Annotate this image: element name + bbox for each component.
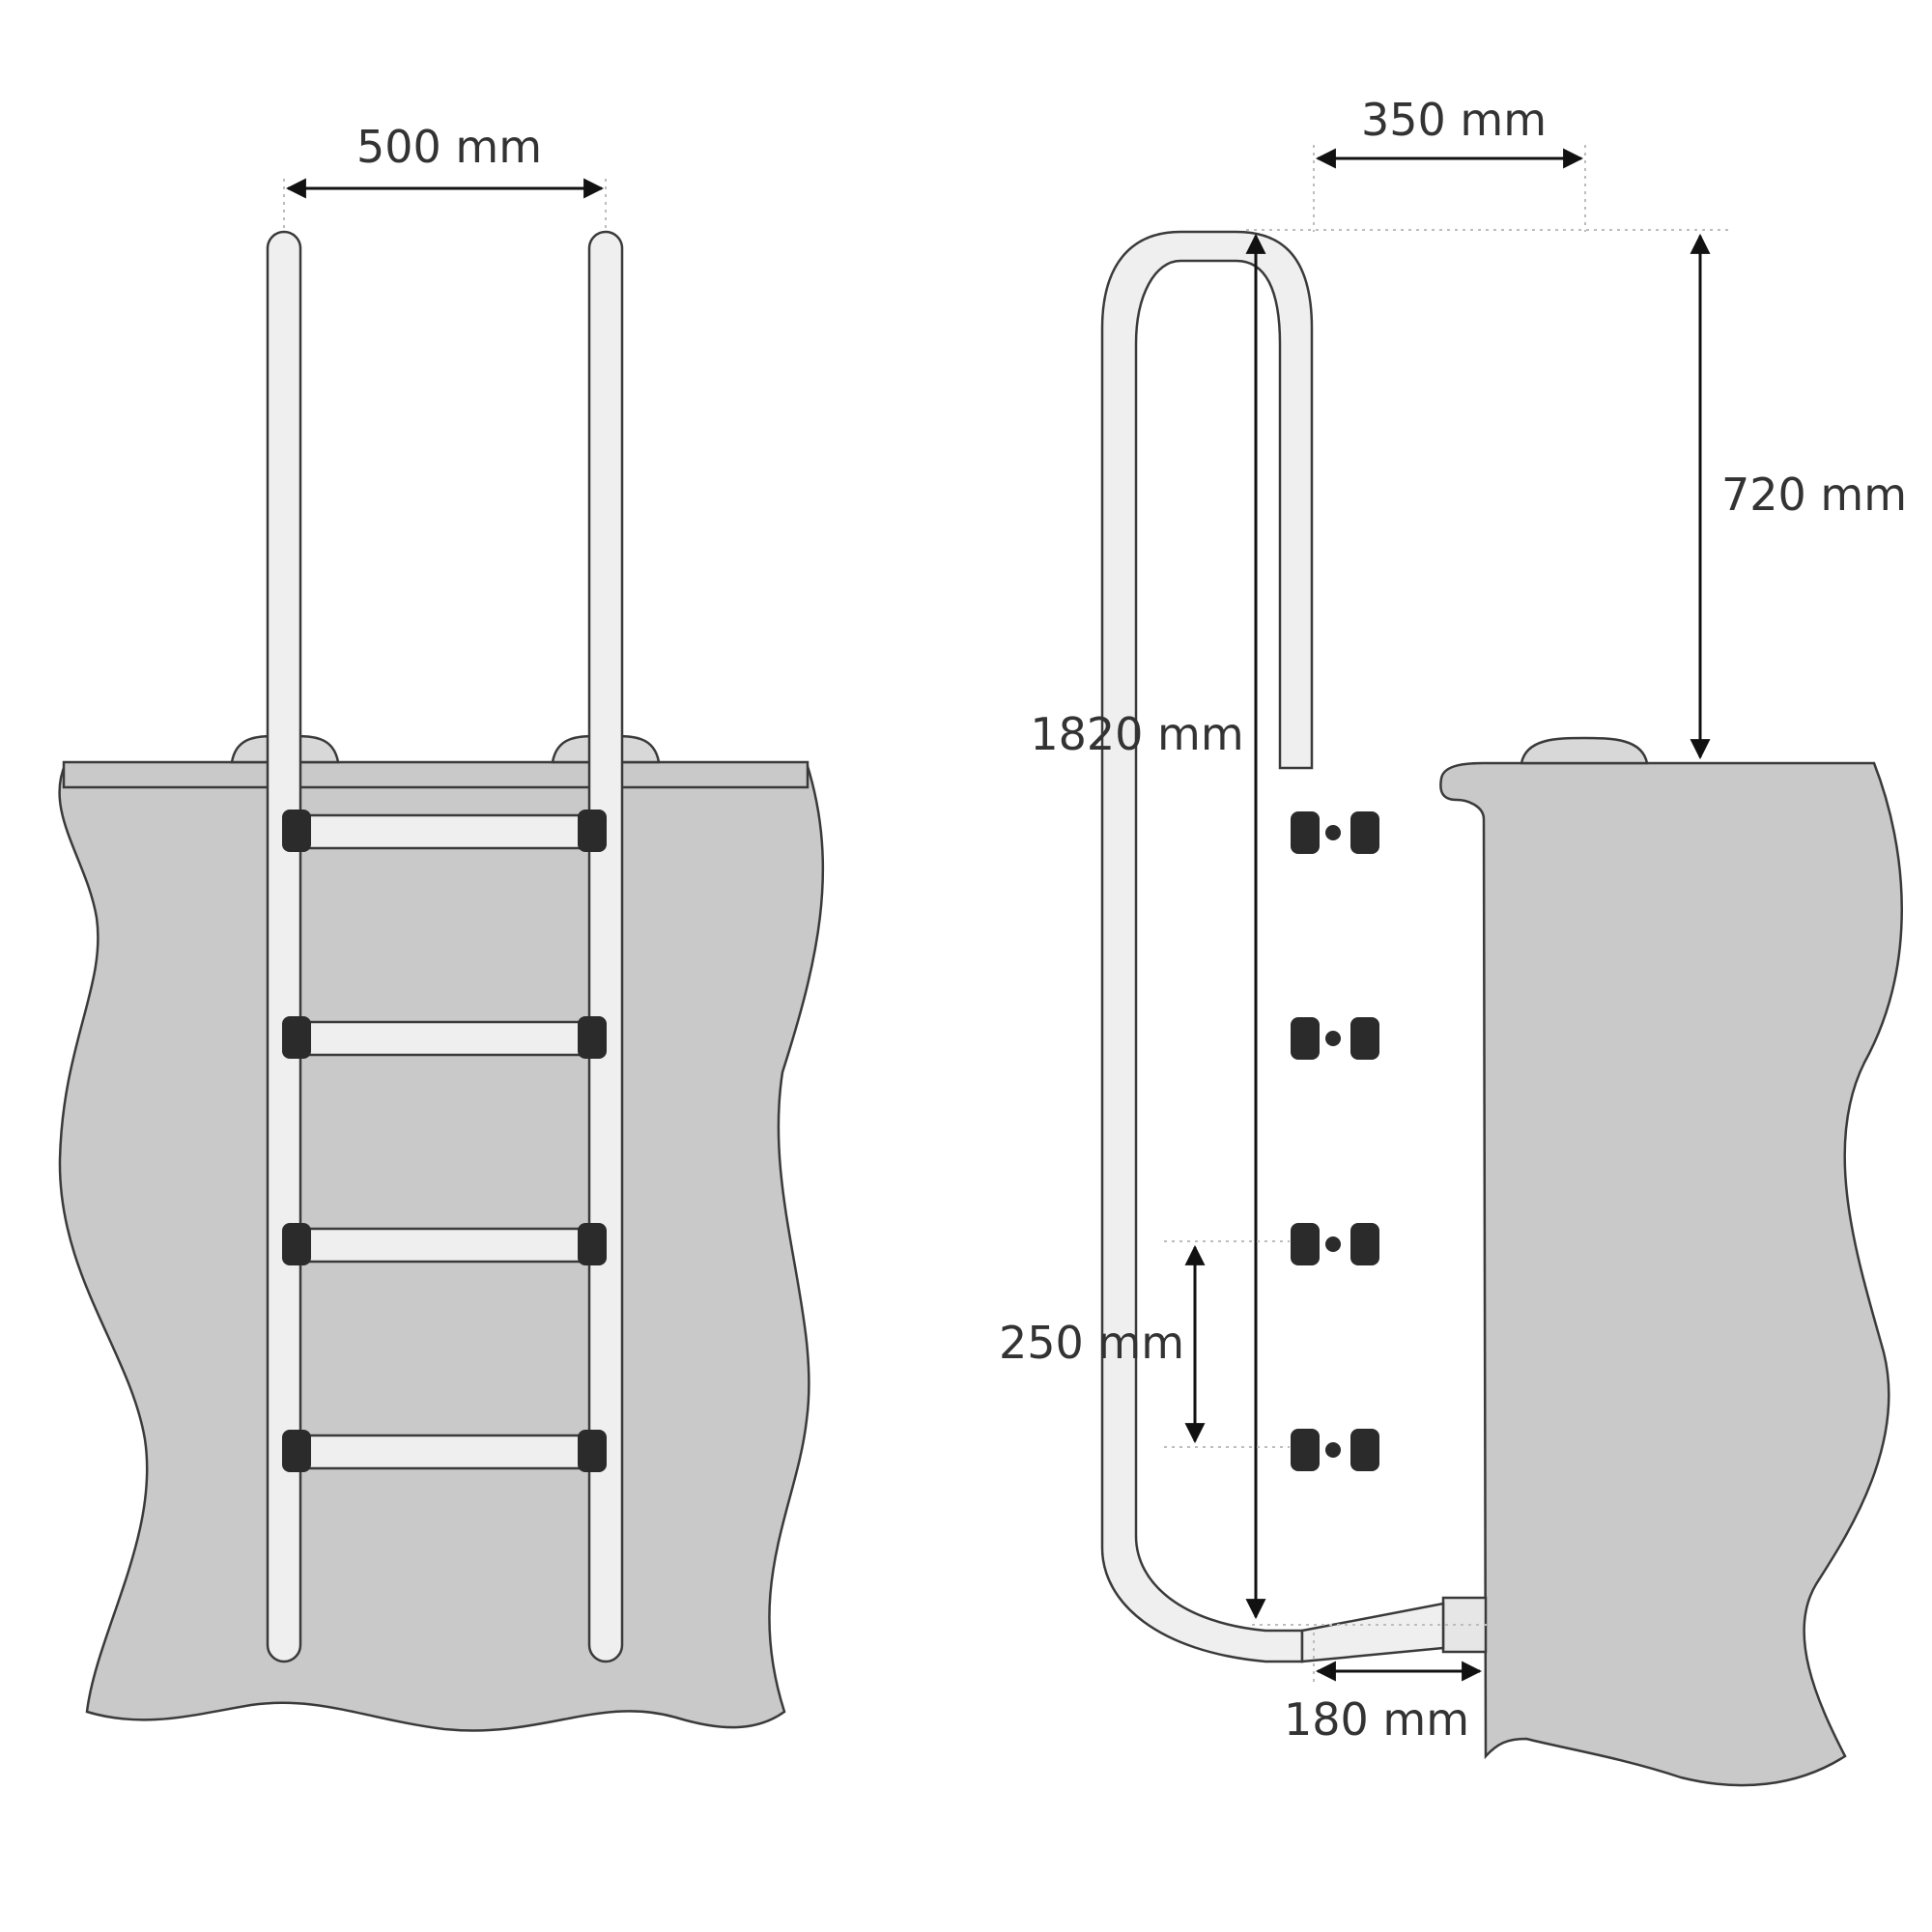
front-rail-left	[266, 230, 302, 1663]
front-steps	[282, 810, 607, 1472]
front-step-tread	[293, 1227, 598, 1264]
side-wall-fitting	[1441, 1596, 1488, 1654]
front-width-label: 500 mm	[356, 121, 542, 173]
front-step-cap-right	[578, 810, 607, 852]
front-step	[282, 1430, 607, 1472]
side-width-label: 350 mm	[1361, 94, 1547, 146]
side-total-height-label: 1820 mm	[1030, 708, 1243, 760]
front-step-cap-right	[578, 1016, 607, 1059]
front-pool-coping	[62, 760, 810, 789]
front-step-tread	[293, 1020, 598, 1057]
side-step-bolt	[1325, 1031, 1341, 1046]
side-step	[1291, 1429, 1379, 1471]
side-step-bolt	[1325, 1442, 1341, 1458]
side-anchor	[1520, 736, 1649, 765]
side-ladder-tube	[1100, 230, 1314, 1663]
side-step-cap-left	[1291, 1223, 1320, 1265]
front-view: 500 mm	[58, 121, 825, 1732]
front-step	[282, 1223, 607, 1265]
front-step-cap-left	[282, 1430, 311, 1472]
front-step-tread	[293, 1434, 598, 1470]
side-view: 350 mm 720 mm 1820 mm 250 mm 180 mm	[999, 94, 1907, 1787]
front-step-cap-right	[578, 1223, 607, 1265]
side-step	[1291, 1017, 1379, 1060]
side-step-cap-left	[1291, 1017, 1320, 1060]
front-step-cap-left	[282, 1223, 311, 1265]
side-step-cap-right	[1350, 811, 1379, 854]
side-step-cap-left	[1291, 1429, 1320, 1471]
side-pool-wall	[1439, 761, 1903, 1787]
front-step-cap-left	[282, 1016, 311, 1059]
side-step-cap-right	[1350, 1017, 1379, 1060]
side-step-cap-left	[1291, 811, 1320, 854]
side-base-offset-label: 180 mm	[1284, 1693, 1469, 1746]
side-step-cap-right	[1350, 1223, 1379, 1265]
front-step	[282, 810, 607, 852]
side-handle-height-label: 720 mm	[1721, 469, 1907, 521]
side-tube-to-fitting	[1300, 1602, 1445, 1663]
front-step-cap-right	[578, 1430, 607, 1472]
front-step-tread	[293, 813, 598, 850]
side-step-bolt	[1325, 1236, 1341, 1252]
side-step	[1291, 811, 1379, 854]
side-steps	[1291, 811, 1379, 1471]
side-step-cap-right	[1350, 1429, 1379, 1471]
front-rail-right	[587, 230, 624, 1663]
side-step-bolt	[1325, 825, 1341, 840]
front-step-cap-left	[282, 810, 311, 852]
front-step	[282, 1016, 607, 1059]
side-step-spacing-label: 250 mm	[999, 1317, 1184, 1369]
side-step	[1291, 1223, 1379, 1265]
